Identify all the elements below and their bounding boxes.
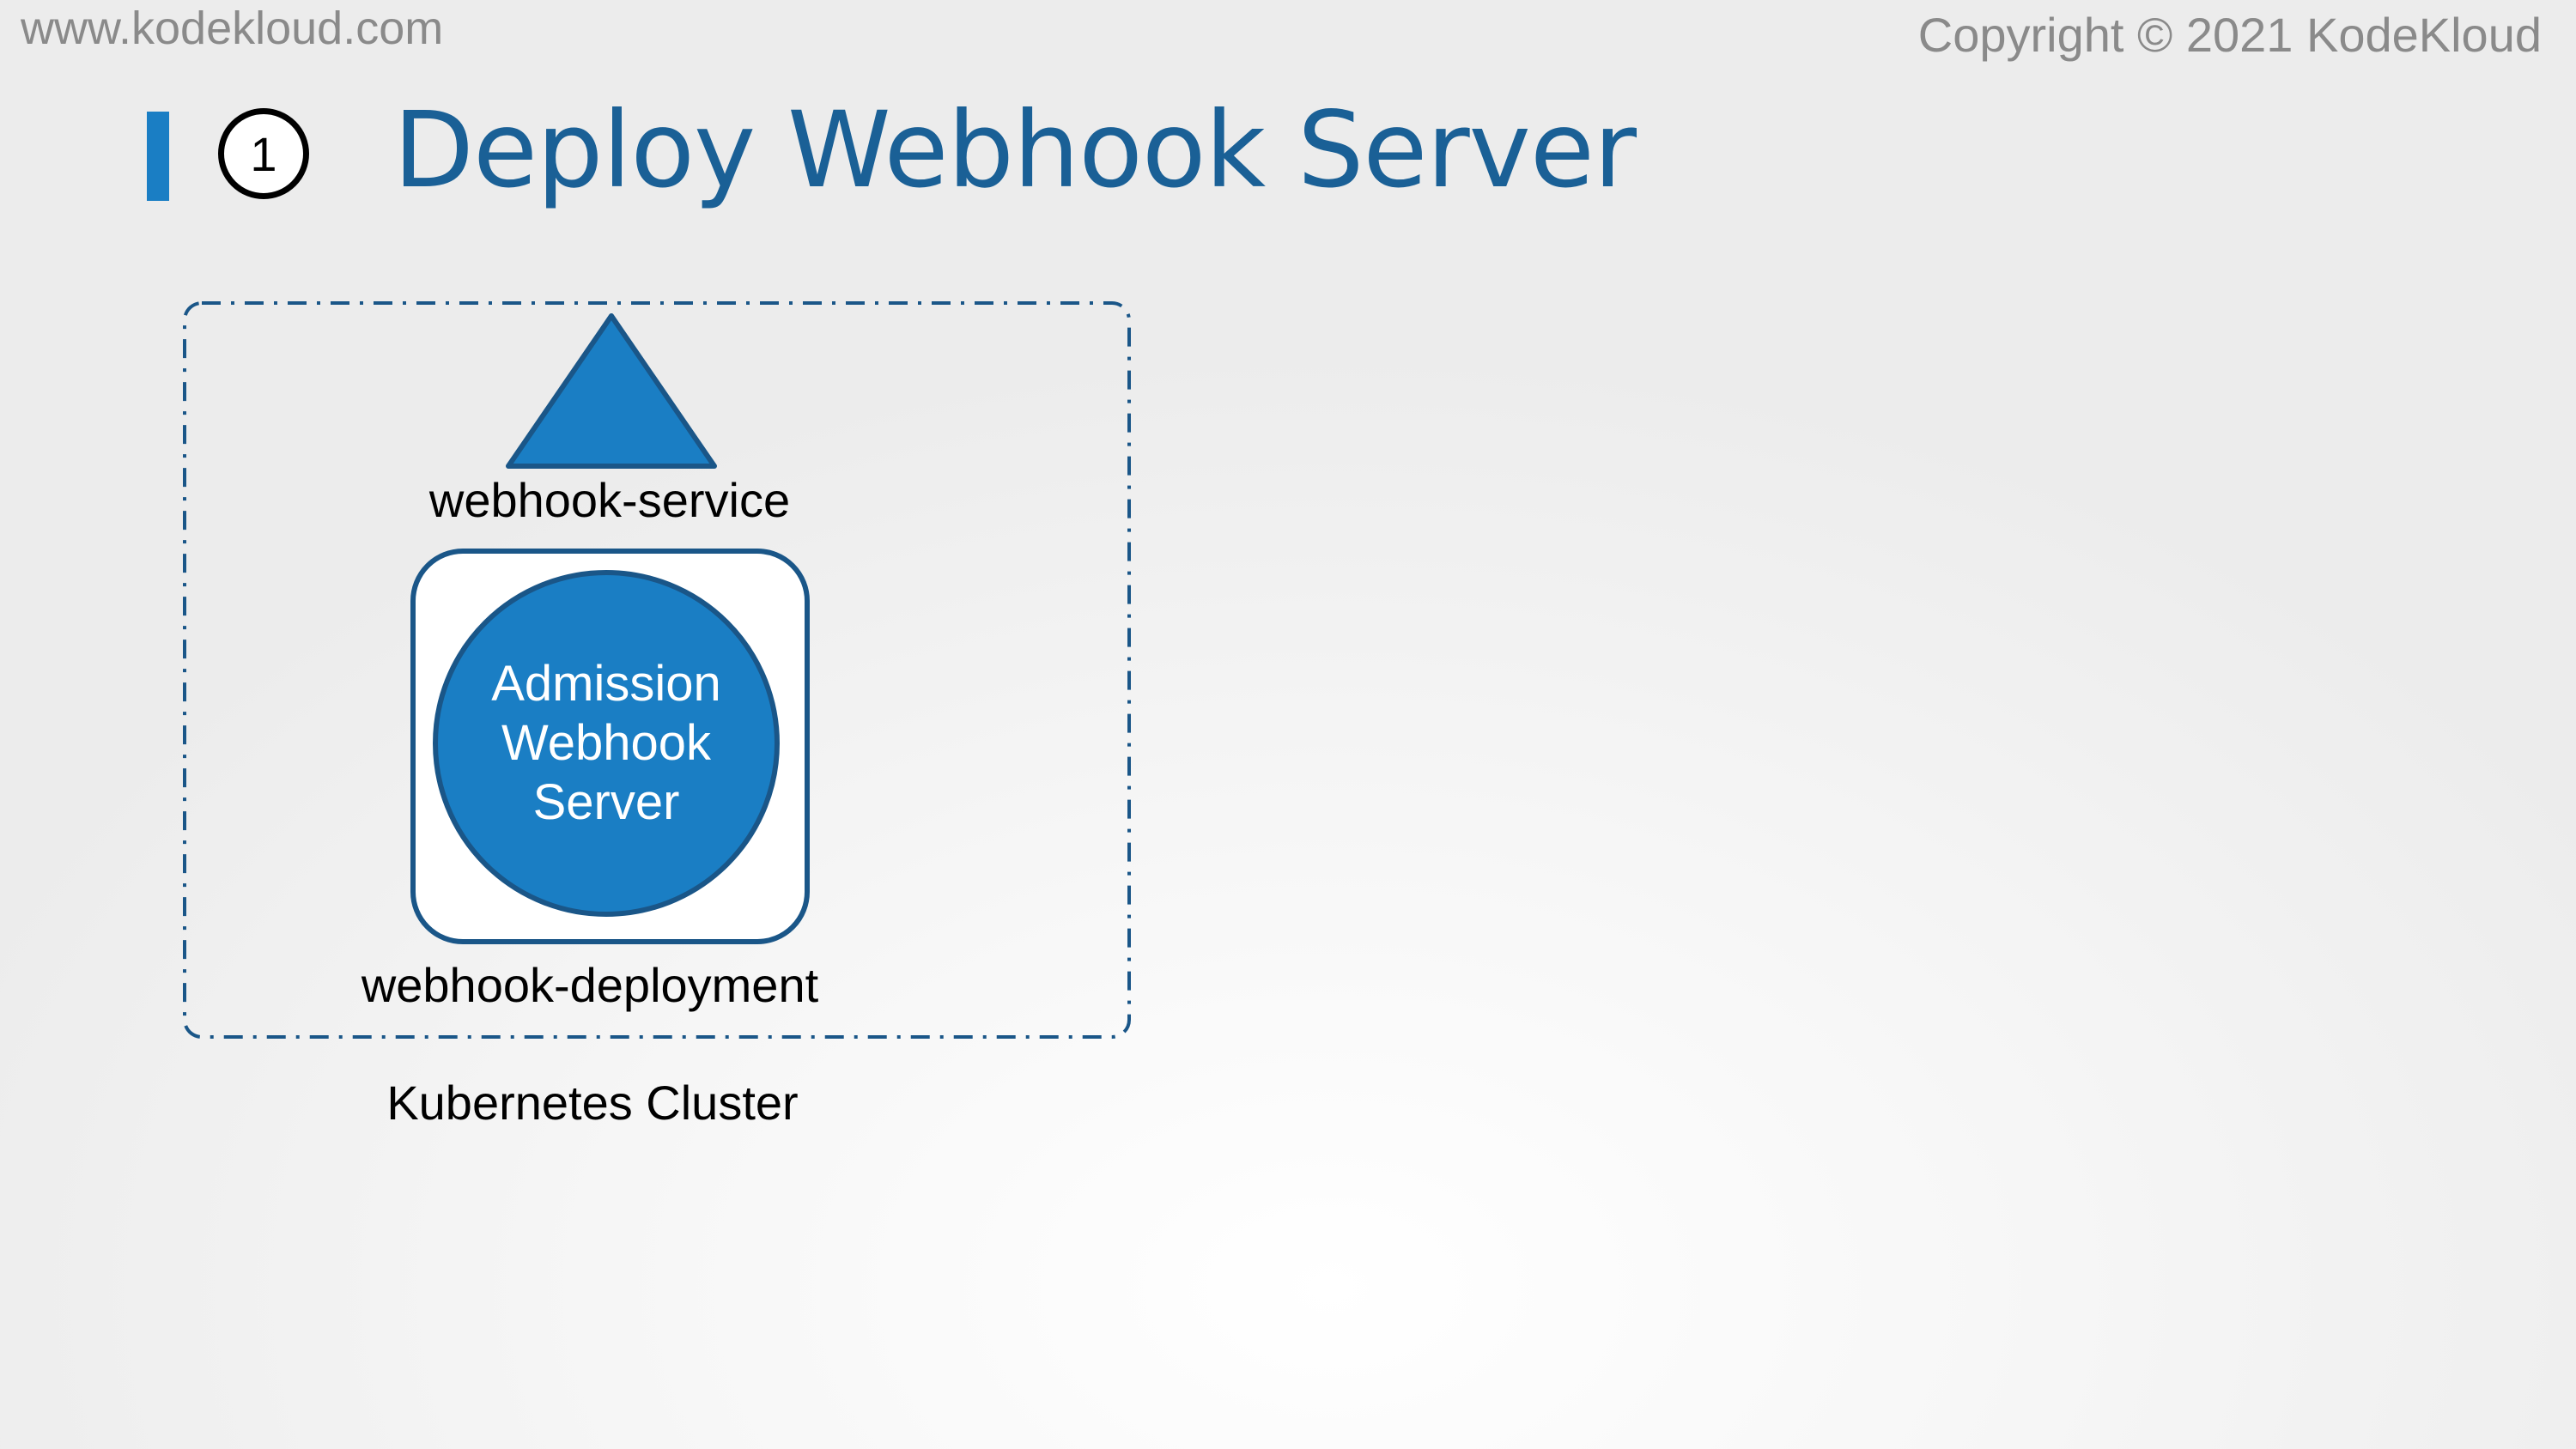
webhook-server-circle bbox=[433, 570, 780, 917]
server-label-line: Server bbox=[532, 774, 680, 830]
copyright-notice: Copyright © 2021 KodeKloud bbox=[1917, 8, 2542, 62]
service-triangle-icon bbox=[506, 313, 717, 469]
webhook-service-label: webhook-service bbox=[428, 473, 791, 527]
webhook-server-label: Admission Webhook Server bbox=[438, 654, 775, 832]
website-url: www.kodekloud.com bbox=[21, 3, 444, 54]
server-label-line: Webhook bbox=[501, 715, 711, 771]
step-number-badge: 1 bbox=[218, 108, 309, 199]
title-accent-bar bbox=[147, 112, 169, 201]
kubernetes-cluster-boundary bbox=[183, 301, 1131, 1039]
webhook-deployment-label: webhook-deployment bbox=[361, 958, 819, 1012]
page-title: Deploy Webhook Server bbox=[393, 89, 1637, 211]
server-label-line: Admission bbox=[491, 656, 721, 712]
kubernetes-cluster-label: Kubernetes Cluster bbox=[386, 1076, 799, 1130]
